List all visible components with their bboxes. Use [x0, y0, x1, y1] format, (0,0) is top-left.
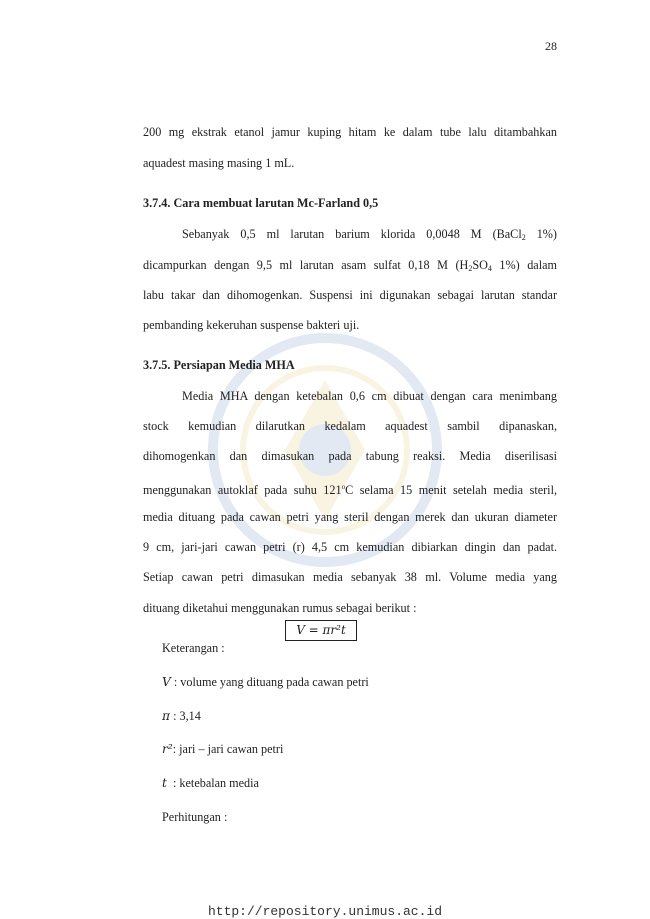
paragraph-line: media dituang pada cawan petri yang ster…	[143, 510, 557, 524]
paragraph-line: Sebanyak 0,5 ml larutan barium klorida 0…	[182, 227, 557, 242]
paragraph-line: Media MHA dengan ketebalan 0,6 cm dibuat…	[182, 389, 557, 403]
paragraph-line: Setiap cawan petri dimasukan media seban…	[143, 570, 557, 584]
university-seal-watermark	[208, 333, 442, 567]
paragraph-line: menggunakan autoklaf pada suhu 121oC sel…	[143, 483, 557, 497]
legend-item-thickness: t : ketebalan media	[162, 776, 259, 790]
keterangan-label: Keterangan :	[162, 641, 225, 655]
footer-repository-url: http://repository.unimus.ac.id	[207, 904, 443, 919]
paragraph-line: dihomogenkan dan dimasukan pada tabung r…	[143, 449, 557, 463]
section-heading-media-mha: 3.7.5. Persiapan Media MHA	[143, 358, 295, 372]
legend-item-radius: r²: jari – jari cawan petri	[162, 742, 284, 756]
legend-item-pi: π : 3,14	[162, 709, 201, 723]
paragraph-line: dicampurkan dengan 9,5 ml larutan asam s…	[143, 258, 557, 273]
paragraph-line: dituang diketahui menggunakan rumus seba…	[143, 601, 417, 615]
paragraph-line: 9 cm, jari-jari cawan petri (r) 4,5 cm k…	[143, 540, 557, 554]
legend-item-volume: V : volume yang dituang pada cawan petri	[162, 675, 369, 689]
page-number: 28	[545, 39, 557, 53]
paragraph-line: 200 mg ekstrak etanol jamur kuping hitam…	[143, 125, 557, 139]
paragraph-line: stock kemudian dilarutkan kedalam aquade…	[143, 419, 557, 433]
paragraph-line: aquadest masing masing 1 mL.	[143, 156, 295, 170]
section-heading-mcfarland: 3.7.4. Cara membuat larutan Mc-Farland 0…	[143, 196, 379, 210]
paragraph-line: pembanding kekeruhan suspense bakteri uj…	[143, 318, 360, 332]
paragraph-line: labu takar dan dihomogenkan. Suspensi in…	[143, 288, 557, 302]
perhitungan-label: Perhitungan :	[162, 810, 228, 824]
volume-formula-box: V = πr²t	[285, 620, 357, 641]
